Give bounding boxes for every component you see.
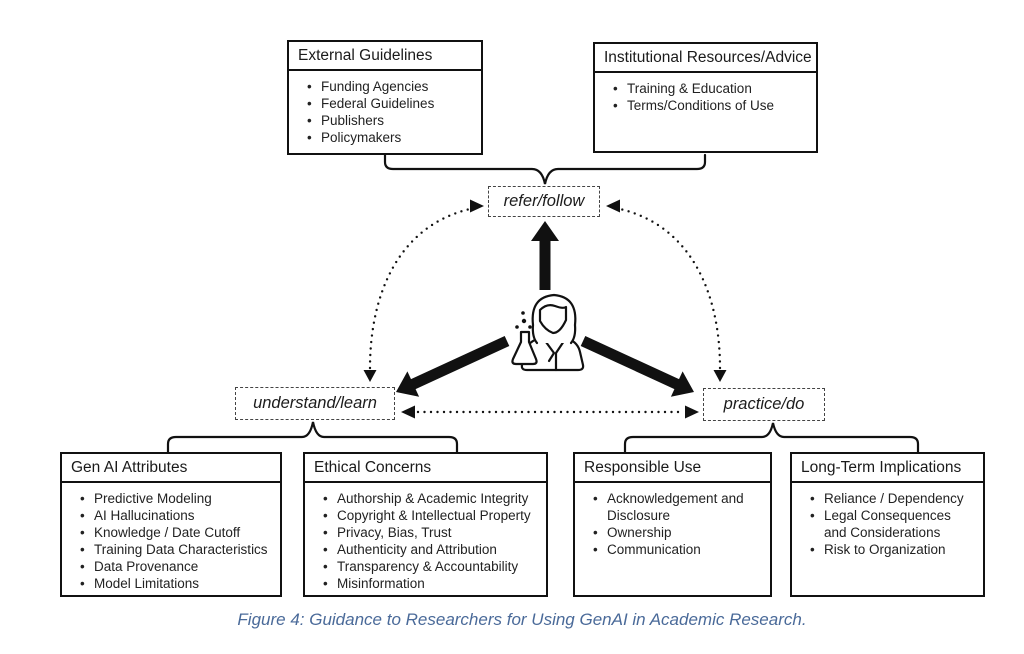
list-item: Predictive Modeling bbox=[76, 490, 280, 507]
arrow-down-left-to-understand bbox=[396, 336, 510, 397]
list-item: Funding Agencies bbox=[303, 78, 481, 95]
arrowhead-right-arc-top bbox=[606, 199, 620, 213]
understand-learn-label: understand/learn bbox=[235, 387, 395, 420]
box-title: Ethical Concerns bbox=[305, 454, 546, 483]
box-item-list: Funding Agencies Federal Guidelines Publ… bbox=[289, 78, 481, 146]
list-item: Federal Guidelines bbox=[303, 95, 481, 112]
dotted-arc-right bbox=[618, 207, 722, 370]
list-item: Policymakers bbox=[303, 129, 481, 146]
label-text: practice/do bbox=[723, 395, 805, 413]
list-item: Authenticity and Attribution bbox=[319, 541, 546, 558]
box-title: Responsible Use bbox=[575, 454, 770, 483]
list-item: Model Limitations bbox=[76, 575, 280, 592]
arrowhead-right-arc-bottom bbox=[713, 370, 727, 382]
box-title: Long-Term Implications bbox=[792, 454, 983, 483]
list-item: Transparency & Accountability bbox=[319, 558, 546, 575]
list-item: Data Provenance bbox=[76, 558, 280, 575]
list-item: Reliance / Dependency bbox=[806, 490, 983, 507]
arrowhead-left-arc-bottom bbox=[363, 370, 377, 382]
box-item-list: Training & Education Terms/Conditions of… bbox=[595, 80, 816, 114]
female-scientist-with-flask-icon bbox=[511, 293, 585, 372]
list-item: Privacy, Bias, Trust bbox=[319, 524, 546, 541]
list-item: Legal Consequences and Considerations bbox=[806, 507, 983, 541]
arrowhead-horizontal-right bbox=[685, 405, 699, 419]
arrowhead-left-arc-top bbox=[470, 199, 484, 213]
ethical-concerns-box: Ethical Concerns Authorship & Academic I… bbox=[303, 452, 548, 597]
list-item: Authorship & Academic Integrity bbox=[319, 490, 546, 507]
arrow-down-right-to-practice bbox=[580, 336, 694, 397]
list-item: Risk to Organization bbox=[806, 541, 983, 558]
bottom-right-brace-connector bbox=[623, 422, 920, 454]
box-item-list: Predictive Modeling AI Hallucinations Kn… bbox=[62, 490, 280, 592]
box-item-list: Authorship & Academic Integrity Copyrigh… bbox=[305, 490, 546, 592]
figure-caption: Figure 4: Guidance to Researchers for Us… bbox=[237, 610, 807, 629]
list-item: Copyright & Intellectual Property bbox=[319, 507, 546, 524]
responsible-use-box: Responsible Use Acknowledgement and Disc… bbox=[573, 452, 772, 597]
gen-ai-attributes-box: Gen AI Attributes Predictive Modeling AI… bbox=[60, 452, 282, 597]
practice-do-label: practice/do bbox=[703, 388, 825, 421]
external-guidelines-box: External Guidelines Funding Agencies Fed… bbox=[287, 40, 483, 155]
list-item: Training Data Characteristics bbox=[76, 541, 280, 558]
list-item: Publishers bbox=[303, 112, 481, 129]
refer-follow-label: refer/follow bbox=[488, 186, 600, 217]
box-item-list: Acknowledgement and Disclosure Ownership… bbox=[575, 490, 770, 558]
box-item-list: Reliance / Dependency Legal Consequences… bbox=[792, 490, 983, 558]
long-term-implications-box: Long-Term Implications Reliance / Depend… bbox=[790, 452, 985, 597]
list-item: Training & Education bbox=[609, 80, 816, 97]
dotted-arc-left bbox=[368, 207, 472, 370]
institutional-resources-box: Institutional Resources/Advice Training … bbox=[593, 42, 818, 153]
list-item: AI Hallucinations bbox=[76, 507, 280, 524]
list-item: Ownership bbox=[589, 524, 770, 541]
arrowhead-horizontal-left bbox=[401, 405, 415, 419]
box-title: Gen AI Attributes bbox=[62, 454, 280, 483]
list-item: Terms/Conditions of Use bbox=[609, 97, 816, 114]
arrow-up-to-refer bbox=[531, 221, 559, 290]
top-brace-connector bbox=[383, 153, 707, 185]
list-item: Acknowledgement and Disclosure bbox=[589, 490, 770, 524]
label-text: understand/learn bbox=[253, 394, 377, 412]
label-text: refer/follow bbox=[503, 192, 585, 210]
list-item: Misinformation bbox=[319, 575, 546, 592]
box-title: Institutional Resources/Advice bbox=[595, 44, 816, 73]
list-item: Knowledge / Date Cutoff bbox=[76, 524, 280, 541]
box-title: External Guidelines bbox=[289, 42, 481, 71]
bottom-left-brace-connector bbox=[166, 421, 459, 454]
list-item: Communication bbox=[589, 541, 770, 558]
